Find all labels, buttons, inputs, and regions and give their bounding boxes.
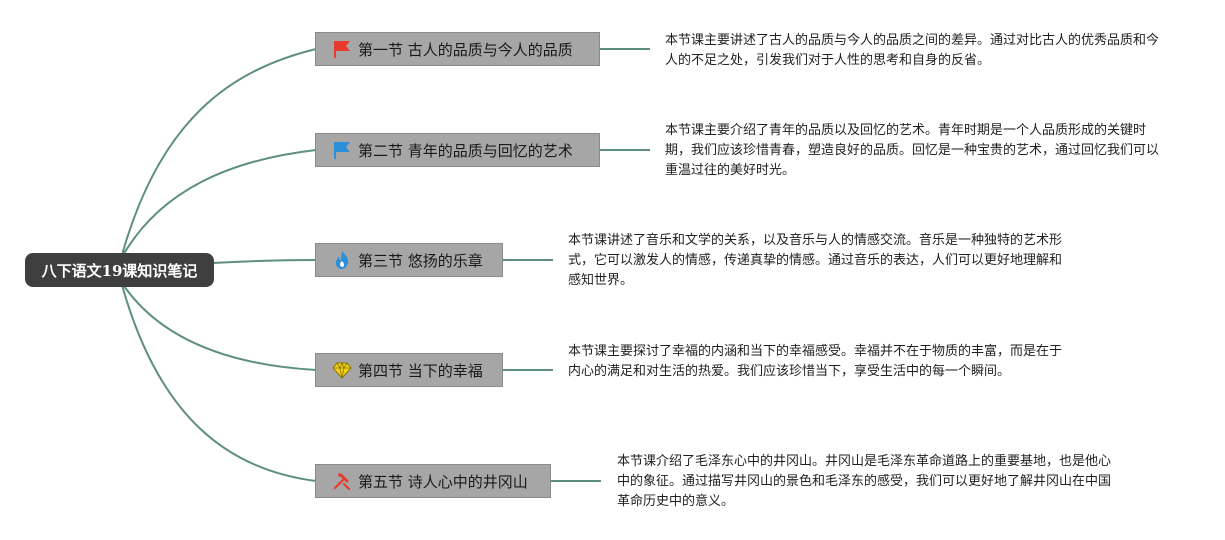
branch-connector <box>121 149 317 258</box>
section-node-3[interactable]: 第三节 悠扬的乐章 <box>315 243 503 277</box>
diamond-icon <box>332 360 352 380</box>
branch-connector <box>121 284 317 482</box>
section-label: 第一节 古人的品质与今人的品质 <box>358 40 573 59</box>
section-node-5[interactable]: 第五节 诗人心中的井冈山 <box>315 464 551 498</box>
section-description-4: 本节课主要探讨了幸福的内涵和当下的幸福感受。幸福并不在于物质的丰富，而是在于内心… <box>568 344 1063 379</box>
section-node-4[interactable]: 第四节 当下的幸福 <box>315 353 503 387</box>
section-node-2[interactable]: 第二节 青年的品质与回忆的艺术 <box>315 133 600 167</box>
branch-connector <box>121 48 317 256</box>
section-description-5: 本节课介绍了毛泽东心中的井冈山。井冈山是毛泽东革命道路上的重要基地，也是他心中的… <box>617 454 1112 509</box>
section-description-1: 本节课主要讲述了古人的品质与今人的品质之间的差异。通过对比古人的优秀品质和今人的… <box>665 33 1160 68</box>
section-label: 第二节 青年的品质与回忆的艺术 <box>358 141 573 160</box>
root-title: 八下语文19课知识笔记 <box>41 261 198 280</box>
section-label: 第四节 当下的幸福 <box>358 361 483 380</box>
red-flag-icon <box>332 39 352 59</box>
blue-flag-icon <box>332 140 352 160</box>
section-label: 第三节 悠扬的乐章 <box>358 251 483 270</box>
section-description-3: 本节课讲述了音乐和文学的关系，以及音乐与人的情感交流。音乐是一种独特的艺术形式，… <box>568 233 1063 288</box>
section-label: 第五节 诗人心中的井冈山 <box>358 472 528 491</box>
section-node-1[interactable]: 第一节 古人的品质与今人的品质 <box>315 32 600 66</box>
root-node[interactable]: 八下语文19课知识笔记 <box>25 253 214 287</box>
tools-icon <box>332 471 352 491</box>
flame-icon <box>332 250 352 270</box>
section-description-2: 本节课主要介绍了青年的品质以及回忆的艺术。青年时期是一个人品质形成的关键时期，我… <box>665 123 1160 178</box>
branch-connector <box>121 282 317 371</box>
branch-connector <box>211 259 317 264</box>
